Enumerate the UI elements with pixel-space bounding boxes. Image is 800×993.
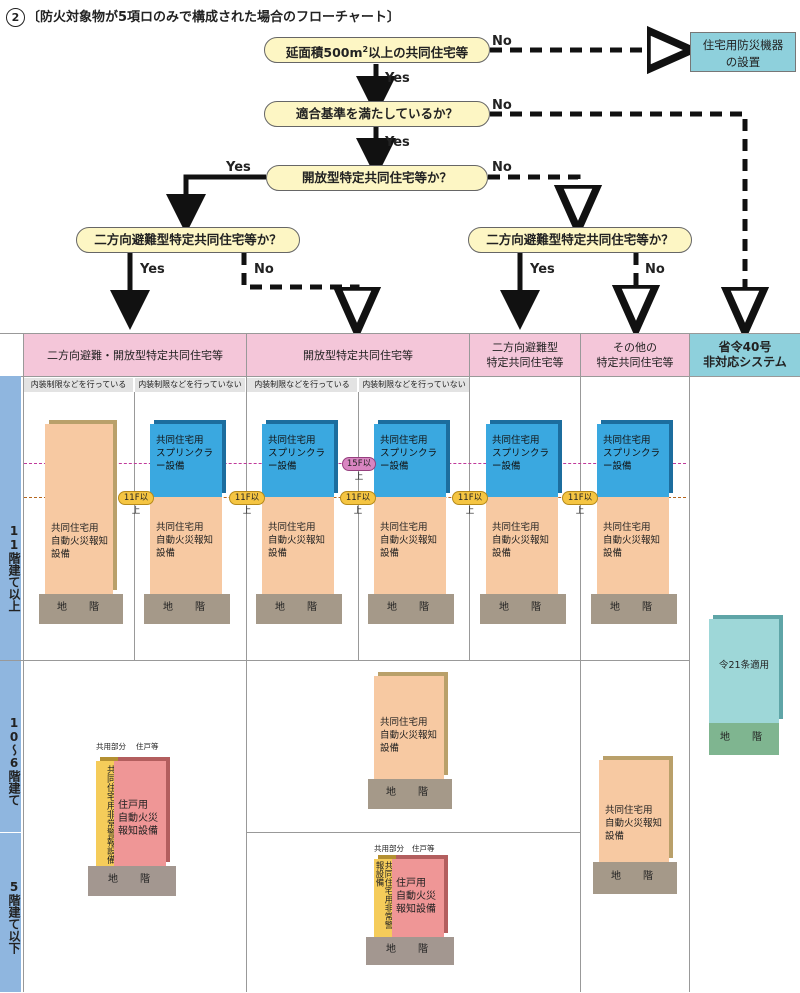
- bar-sprinkler-c4: 共同住宅用 スプリンクラー設備: [374, 424, 446, 497]
- bar-fire-alarm-c6: 共同住宅用 自動火災報知 設備: [597, 497, 669, 594]
- subheader-1: 内装制限などを行っている: [24, 378, 133, 392]
- bar-unit-alarm-2: 住戸用 自動火災 報知設備: [392, 859, 444, 937]
- basement-c6: 地 階: [591, 594, 677, 624]
- label-yes-5: Yes: [530, 262, 555, 277]
- bar-fire-alarm-c1: 共同住宅用 自動火災報知 設備: [45, 424, 113, 594]
- grid-v-3: [358, 392, 359, 660]
- bar-fire-alarm-c5: 共同住宅用 自動火災報知 設備: [486, 497, 558, 594]
- label-no-4: No: [254, 262, 274, 277]
- question-two-way-left: 二方向避難型特定共同住宅等か？: [76, 227, 300, 253]
- bar-sprinkler-c6: 共同住宅用 スプリンクラー設備: [597, 424, 669, 497]
- bar-sprinkler-c2: 共同住宅用 スプリンクラー設備: [150, 424, 222, 497]
- arrow-no-4: [241, 253, 357, 312]
- row-label-6-10f: 10〜6階建て: [0, 661, 21, 832]
- tag-11f-1: 11F以上: [118, 491, 154, 516]
- page-title: 2〔防火対象物が5項ロのみで構成された場合のフローチャート〕: [6, 6, 400, 27]
- basement-c3: 地 階: [256, 594, 342, 624]
- grid-v-2: [246, 333, 247, 992]
- outcome-line1: 住宅用防災機器: [702, 38, 784, 52]
- basement-row2-c1: 地 階: [88, 866, 176, 896]
- row-label-11f: 11階建て以上: [0, 376, 21, 660]
- bar-fire-alarm-row2-c3: 共同住宅用 自動火災報知 設備: [374, 676, 444, 779]
- arrow-no-3: [488, 174, 578, 210]
- basement-row2-c6: 地 階: [593, 862, 677, 894]
- grid-v-6: [689, 333, 690, 992]
- basement-c1: 地 階: [39, 594, 123, 624]
- bar-common-alarm-2: 共同住宅用非常警報設備: [374, 859, 393, 937]
- grid-h-0: [0, 376, 800, 377]
- label-yes-4: Yes: [140, 262, 165, 277]
- tag-15f: 15F以上: [342, 457, 376, 482]
- title-number: 2: [6, 8, 25, 27]
- basement-row3-c3: 地 階: [366, 937, 454, 965]
- q1-text: 延面積500m: [285, 45, 363, 61]
- bar-sprinkler-c5: 共同住宅用 スプリンクラー設備: [486, 424, 558, 497]
- arrow-no-2: [490, 111, 745, 312]
- caption-dwelling-1: 住戸等: [136, 742, 159, 751]
- bar-common-alarm-1: 共同住宅用非常警報設備: [96, 761, 115, 866]
- grid-v-1: [134, 392, 135, 660]
- header-two-way: 二方向避難型 特定共同住宅等: [470, 334, 580, 376]
- subheader-3: 内装制限などを行っている: [247, 378, 357, 392]
- header-other: その他の 特定共同住宅等: [581, 334, 689, 376]
- q1-superscript: 2: [362, 45, 369, 54]
- subheader-4: 内装制限などを行っていない: [359, 378, 469, 392]
- grid-v-0: [23, 333, 24, 992]
- outcome-line2: の設置: [725, 55, 761, 69]
- basement-c4: 地 階: [368, 594, 454, 624]
- question-open-type: 開放型特定共同住宅等か？: [266, 165, 488, 191]
- grid-v-5: [580, 333, 581, 992]
- basement-c2: 地 階: [144, 594, 230, 624]
- basement-row2-c3: 地 階: [368, 779, 452, 809]
- tag-11f-2: 11F以上: [229, 491, 265, 516]
- label-no-1: No: [492, 34, 512, 49]
- caption-common-area-1: 共用部分: [96, 742, 126, 751]
- question-compliance: 適合基準を満たしているか？: [264, 101, 490, 127]
- caption-dwelling-2: 住戸等: [412, 844, 435, 853]
- label-yes-3: Yes: [226, 160, 251, 175]
- label-no-3: No: [492, 160, 512, 175]
- header-non-compliant: 省令40号 非対応システム: [690, 334, 800, 376]
- label-yes-2: Yes: [385, 135, 410, 150]
- question-floor-area: 延面積500m2以上の共同住宅等: [264, 37, 490, 63]
- bar-sprinkler-c3: 共同住宅用 スプリンクラー設備: [262, 424, 334, 497]
- grid-h-1: [0, 660, 689, 661]
- caption-common-area-2: 共用部分: [374, 844, 404, 853]
- header-open: 開放型特定共同住宅等: [247, 334, 469, 376]
- bar-unit-alarm-1: 住戸用 自動火災 報知設備: [114, 761, 166, 866]
- subheader-2: 内装制限などを行っていない: [135, 378, 245, 392]
- bar-fire-alarm-c2: 共同住宅用 自動火災報知 設備: [150, 497, 222, 594]
- label-yes-1: Yes: [385, 71, 410, 86]
- bar-fire-alarm-row2-c6: 共同住宅用 自動火災報知 設備: [599, 760, 669, 862]
- tag-11f-3: 11F以上: [340, 491, 376, 516]
- title-text: 〔防火対象物が5項ロのみで構成された場合のフローチャート〕: [27, 10, 400, 25]
- label-no-2: No: [492, 98, 512, 113]
- q1-text-post: 以上の共同住宅等: [368, 45, 469, 61]
- tag-11f-4: 11F以上: [452, 491, 488, 516]
- outcome-home-fire-alarm: 住宅用防災機器 の設置: [690, 32, 796, 72]
- grid-h-2: [246, 832, 580, 833]
- bar-fire-alarm-c3: 共同住宅用 自動火災報知 設備: [262, 497, 334, 594]
- equipment-table: [0, 333, 800, 993]
- row-label-5f: 5階建て以下: [0, 833, 21, 992]
- basement-c5: 地 階: [480, 594, 566, 624]
- label-no-5: No: [645, 262, 665, 277]
- tag-11f-5: 11F以上: [562, 491, 598, 516]
- arrow-yes-3: [166, 174, 266, 234]
- basement-rule21: 地 階: [709, 723, 779, 755]
- bar-rule21: 令21条適用: [709, 619, 779, 723]
- flow-arrows: [110, 0, 800, 340]
- header-two-way-open: 二方向避難・開放型特定共同住宅等: [24, 334, 246, 376]
- bar-fire-alarm-c4: 共同住宅用 自動火災報知 設備: [374, 497, 446, 594]
- question-two-way-right: 二方向避難型特定共同住宅等か？: [468, 227, 692, 253]
- grid-h-side: [0, 832, 23, 833]
